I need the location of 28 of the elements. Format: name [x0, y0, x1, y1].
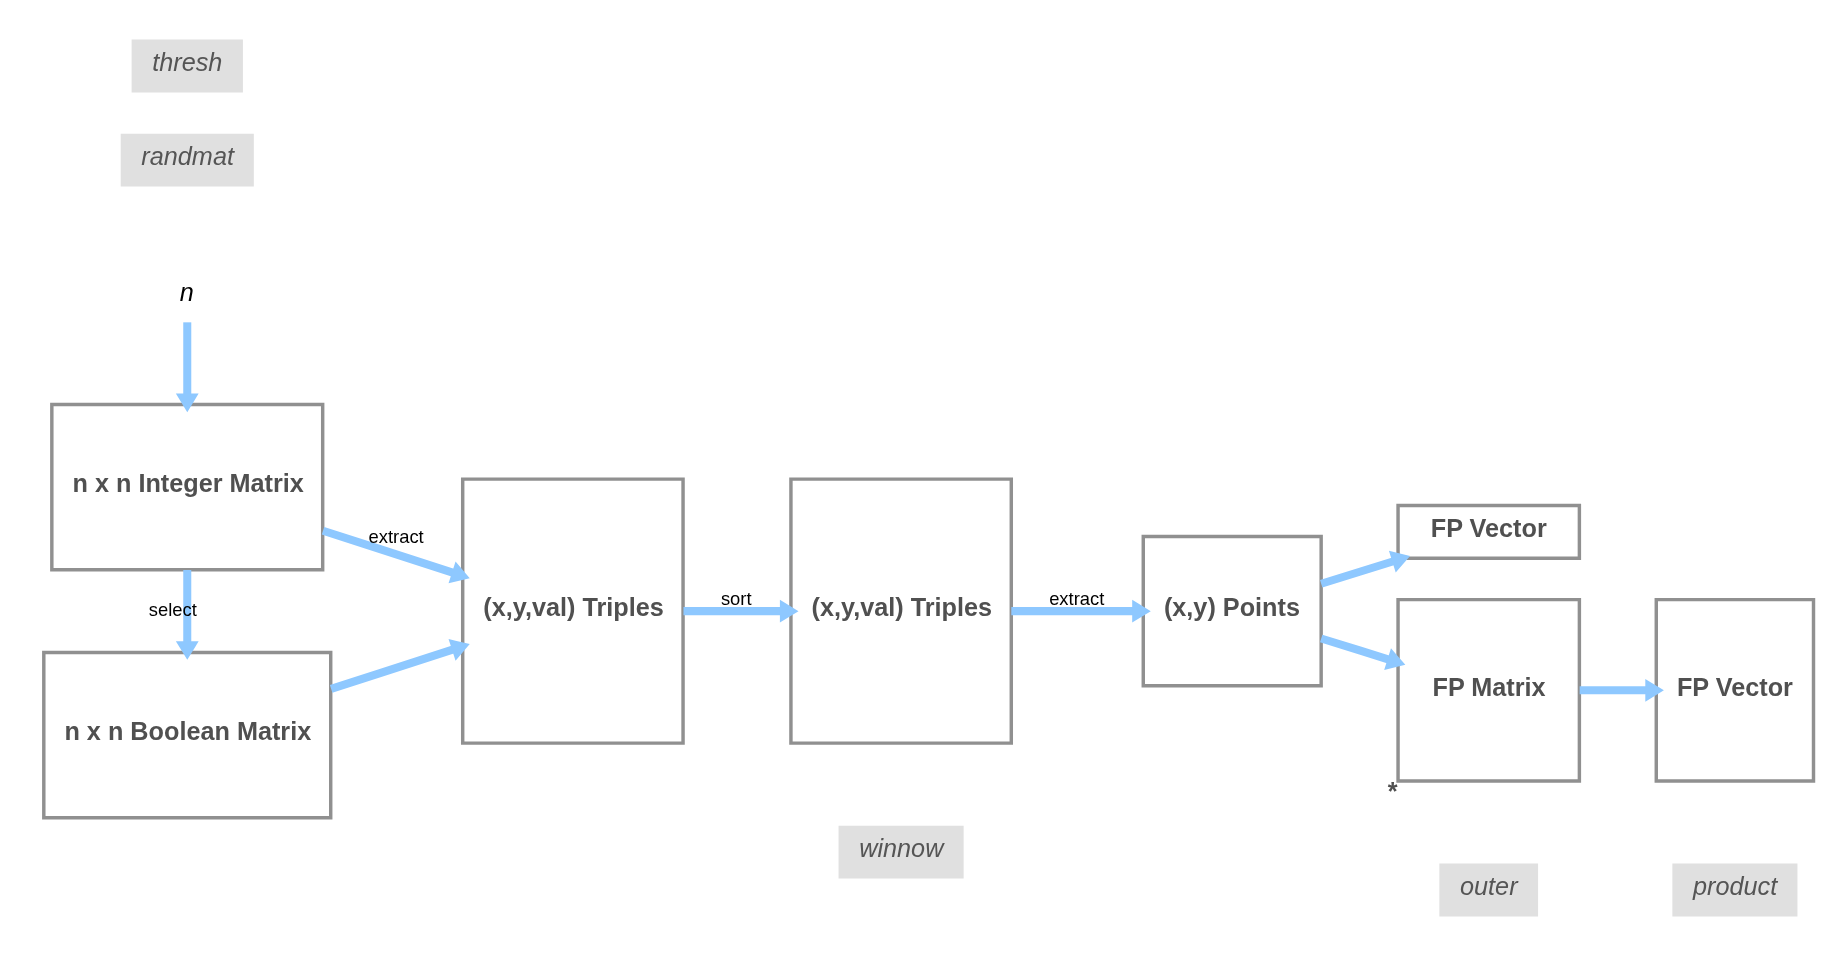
node-box: (x,y) Points [1141, 534, 1323, 687]
node-box: randmat [120, 133, 254, 186]
node-box: outer [1439, 863, 1539, 916]
arrow [175, 321, 199, 412]
arrow [683, 599, 799, 622]
arrow [321, 526, 470, 583]
arrow [329, 638, 470, 693]
node-box: FP Vector [1396, 503, 1582, 560]
node-box: FP Vector [1654, 597, 1816, 783]
node-box: winnow [838, 825, 964, 879]
edge-label: sort [720, 587, 752, 609]
node-label: * [1387, 776, 1398, 805]
node-box: FP Matrix [1396, 597, 1582, 783]
arrow [175, 569, 199, 660]
edge-label: select [148, 597, 197, 619]
node-box: (x,y,val) Triples [789, 476, 1013, 745]
arrow [1011, 599, 1151, 622]
edge-label: extract [1049, 587, 1105, 609]
node-box: thresh [131, 39, 243, 92]
node-box: n x n Boolean Matrix [42, 650, 333, 819]
arrow [1320, 550, 1411, 588]
arrow [1579, 678, 1664, 702]
node-box: (x,y,val) Triples [460, 476, 685, 745]
arrow [1320, 634, 1406, 670]
node-box: product [1672, 863, 1798, 916]
node-box: n x n Integer Matrix [50, 402, 325, 572]
edge-label: extract [368, 525, 424, 547]
node-text: n [179, 277, 194, 306]
